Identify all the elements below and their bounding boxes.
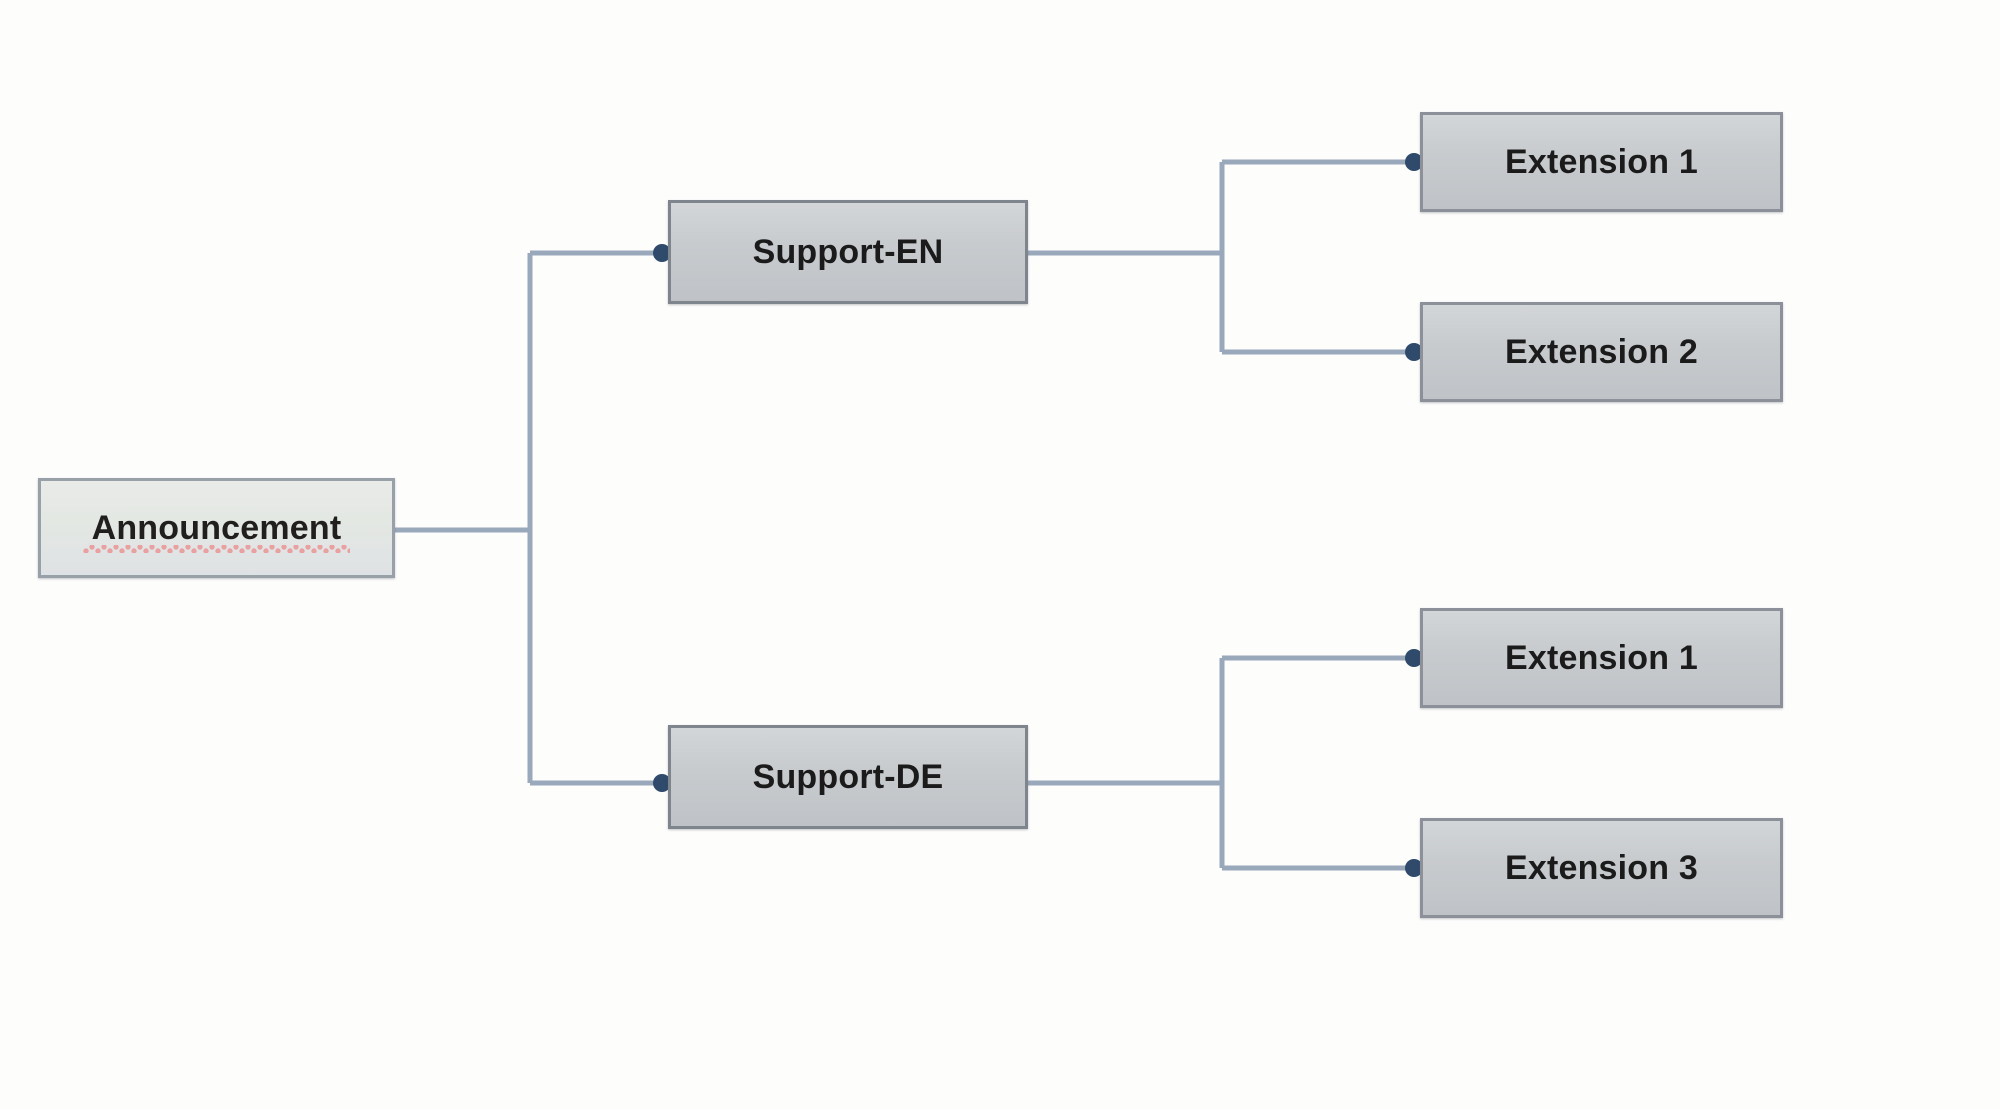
node-support-en[interactable]: Support-EN	[668, 200, 1028, 304]
arrowhead-ext-en-2	[1405, 343, 1423, 361]
arrowhead-support-en	[653, 244, 671, 262]
node-support-en-label: Support-EN	[752, 233, 944, 271]
arrowhead-ext-en-1	[1405, 153, 1423, 171]
node-extension-en-1[interactable]: Extension 1	[1420, 112, 1783, 212]
node-announcement-label: Announcement	[91, 509, 342, 547]
arrowhead-ext-de-1	[1405, 649, 1423, 667]
node-extension-en-1-label: Extension 1	[1504, 143, 1699, 181]
node-extension-de-1-label: Extension 1	[1504, 639, 1699, 677]
node-announcement[interactable]: Announcement	[38, 478, 395, 578]
node-extension-en-2[interactable]: Extension 2	[1420, 302, 1783, 402]
node-extension-en-2-label: Extension 2	[1504, 333, 1699, 371]
node-extension-de-2[interactable]: Extension 3	[1420, 818, 1783, 918]
node-support-de-label: Support-DE	[752, 758, 944, 796]
arrowhead-support-de	[653, 774, 671, 792]
spellcheck-underline	[83, 545, 350, 553]
arrowhead-ext-de-2	[1405, 859, 1423, 877]
node-support-de[interactable]: Support-DE	[668, 725, 1028, 829]
node-extension-de-2-label: Extension 3	[1504, 849, 1699, 887]
node-extension-de-1[interactable]: Extension 1	[1420, 608, 1783, 708]
